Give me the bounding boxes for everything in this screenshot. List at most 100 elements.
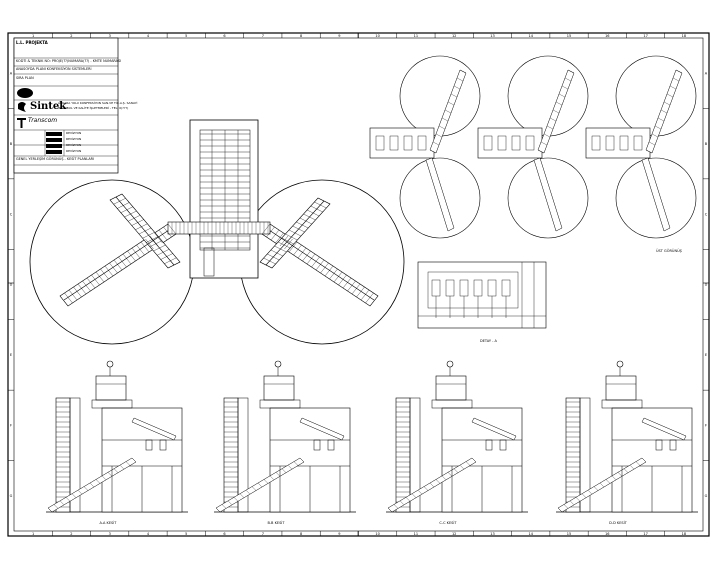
revision-box — [46, 138, 62, 142]
hook-icon — [274, 360, 282, 368]
title-block-row: KODTI & TEKNIK NO: PROJE(??)NUMARA(??) -… — [16, 59, 122, 63]
grid-label-top: 13 — [490, 34, 494, 38]
grid-label-bottom: 15 — [567, 532, 571, 536]
grid-label-bottom: 8 — [300, 532, 302, 536]
grid-label-bottom: 14 — [529, 532, 534, 536]
grid-label-bottom: 12 — [452, 532, 456, 536]
small-plan-unit — [375, 135, 385, 151]
screw-conveyor — [299, 417, 345, 441]
small-plan-views — [369, 55, 697, 239]
grid-label-left: C — [10, 212, 13, 216]
stair-tower — [395, 397, 411, 513]
grid-label-bottom: 9 — [338, 532, 340, 536]
grid-label-bottom: 13 — [490, 532, 494, 536]
small-tank-bottom — [615, 157, 697, 239]
small-plan-unit — [417, 135, 427, 151]
title-block — [13, 37, 119, 174]
sintek-logo-icon — [18, 102, 26, 112]
company-name: Sintek — [30, 101, 67, 112]
section-title: B-B KESİT — [268, 520, 286, 525]
small-plan-conveyor — [641, 157, 671, 232]
grid-label-top: 6 — [223, 34, 225, 38]
grid-label-top: 11 — [414, 34, 418, 38]
revision-label: REVİZYON — [66, 149, 82, 153]
stair-tower — [55, 397, 71, 513]
grid-label-right: C — [705, 212, 708, 216]
grid-label-bottom: 11 — [414, 532, 418, 536]
hook-icon — [106, 360, 114, 368]
revision-box — [46, 132, 62, 136]
grid-label-top: 1 — [32, 34, 34, 38]
contractor-name: Transcom — [28, 117, 58, 124]
grid-label-top: 17 — [643, 34, 647, 38]
small-plan-unit — [483, 135, 493, 151]
conveyor-bridge — [167, 221, 271, 235]
central-tower — [189, 119, 259, 279]
grid-label-bottom: 17 — [643, 532, 647, 536]
grid-label-top: 12 — [452, 34, 456, 38]
grid-label-left: F — [10, 424, 12, 428]
grid-label-right: D — [705, 283, 708, 287]
grid-label-bottom: 10 — [375, 532, 379, 536]
grid-label-right: E — [705, 353, 707, 357]
grid-label-top: 2 — [70, 34, 72, 38]
grid-label-left: D — [10, 283, 13, 287]
screw-conveyor — [641, 417, 687, 441]
hook-icon — [446, 360, 454, 368]
grid-label-top: 7 — [262, 34, 264, 38]
company-address: İSTANBUL VE KALİTE İŞLETMELERİ - TEL: 0(… — [58, 106, 129, 110]
small-plan-unit — [633, 135, 643, 151]
revision-label: REVİZYON — [66, 143, 82, 147]
grid-label-bottom: 5 — [185, 532, 187, 536]
grid-label-top: 18 — [682, 34, 686, 38]
grid-label-top: 10 — [375, 34, 379, 38]
conveyor-right — [259, 197, 379, 307]
screw-conveyor — [131, 417, 177, 441]
title-block-row: GENEL YERLEŞİM GÖRÜNÜŞ - KESİT PLANLARI — [16, 157, 95, 161]
roof-house — [263, 375, 295, 401]
detail-view-title: DETAY - A — [480, 339, 498, 343]
transcom-logo-icon — [17, 118, 26, 128]
title-block-top-label: L.L. PROJEKTA — [16, 40, 48, 45]
small-tank-bottom — [399, 157, 481, 239]
section-title: A-A KESİT — [100, 520, 118, 525]
grid-label-top: 9 — [338, 34, 340, 38]
title-block-row: ANASOYDA PLANI KONFEKSİYON SİSTEMLERİ — [16, 67, 92, 71]
grid-label-bottom: 4 — [147, 532, 150, 536]
small-plan-unit — [591, 135, 601, 151]
grid-label-top: 8 — [300, 34, 302, 38]
small-plan-unit — [497, 135, 507, 151]
small-plan-unit — [619, 135, 629, 151]
grid-label-top: 5 — [185, 34, 187, 38]
revision-box — [46, 150, 62, 154]
tower-stair — [203, 247, 215, 277]
elevation-sections — [46, 360, 698, 513]
grid-label-top: 15 — [567, 34, 571, 38]
grid-label-bottom: 1 — [32, 532, 34, 536]
small-plan-unit — [525, 135, 535, 151]
detail-view — [417, 261, 547, 329]
roof-house — [605, 375, 637, 401]
grid-label-bottom: 18 — [682, 532, 686, 536]
grid-label-bottom: 2 — [70, 532, 72, 536]
small-plan-unit — [403, 135, 413, 151]
roof-house — [95, 375, 127, 401]
main-plan-view — [29, 119, 405, 345]
revision-label: REVİZYON — [66, 131, 82, 135]
grid-label-right: B — [705, 142, 708, 146]
grid-label-top: 14 — [529, 34, 534, 38]
small-plan-title: ÜST GÖRÜNÜŞ — [656, 248, 683, 253]
grid-label-left: E — [10, 353, 12, 357]
grid-label-bottom: 16 — [605, 532, 609, 536]
grid-label-right: F — [705, 424, 707, 428]
hook-icon — [616, 360, 624, 368]
grid-label-bottom: 7 — [262, 532, 264, 536]
grid-label-top: 4 — [147, 34, 150, 38]
small-plan-building — [585, 127, 651, 159]
grid-label-right: G — [705, 494, 708, 498]
